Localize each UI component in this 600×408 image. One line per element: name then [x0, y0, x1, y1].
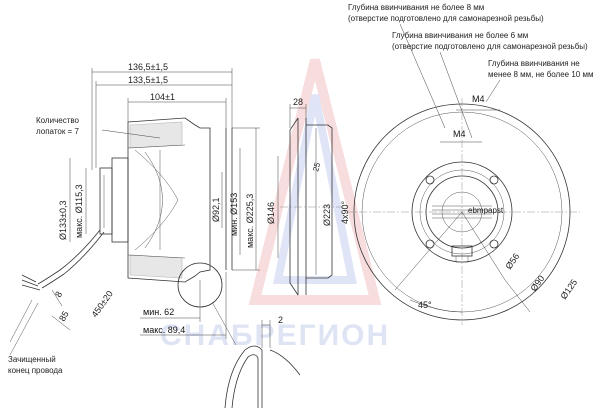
dim-8: 8	[53, 290, 64, 299]
dim-d90: Ø90	[528, 273, 546, 293]
brand-logo-text: ebmpapst	[468, 206, 504, 215]
dim-28: 28	[293, 97, 303, 107]
right-front-view: ebmpapst Глубина ввинчивания не более 8 …	[345, 3, 593, 325]
dim-85: 85	[57, 309, 71, 323]
dim-d125: Ø125	[558, 277, 579, 301]
note-2-line-2: (отверстие подготовлено для самонарезной…	[392, 42, 588, 51]
left-side-view: 136,5±1,5 133,5±1,5 104±1 Количество лоп…	[8, 62, 301, 408]
angle-45: 45°	[418, 300, 432, 310]
cooling-fins	[432, 205, 492, 219]
note-3-line-1: Глубина ввинчивания не	[488, 59, 580, 68]
middle-section-view: 28 25 Ø146 Ø223 4x90°	[266, 97, 350, 296]
dim-d115: макс. Ø115,3	[74, 184, 84, 238]
thread-m4-top: M4	[472, 94, 485, 104]
watermark-text: СНАБРЕГИОН	[160, 319, 390, 352]
dim-2: 2	[278, 315, 283, 325]
mount-hole-bl	[425, 239, 435, 249]
dim-d153: мин. Ø153	[229, 193, 239, 236]
wire-end-label-1: Зачищенный	[8, 355, 56, 364]
dim-min62: мин. 62	[143, 307, 174, 317]
dim-136: 136,5±1,5	[128, 62, 168, 72]
dim-d223: Ø223	[322, 204, 332, 226]
mount-hole-br	[489, 239, 499, 249]
dim-d133: Ø133±0,3	[58, 201, 68, 240]
watermark-logo	[248, 58, 382, 305]
note-1-line-2: (отверстие подготовлено для самонарезной…	[348, 14, 544, 23]
note-1-line-1: Глубина ввинчивания не более 8 мм	[348, 3, 484, 12]
dim-133: 133,5±1,5	[128, 75, 168, 85]
dim-d92: Ø92,1	[211, 197, 221, 222]
dim-angle: 4x90°	[340, 200, 350, 224]
mount-hole-tl	[425, 175, 435, 185]
dim-104: 104±1	[150, 92, 175, 102]
dim-d56: Ø56	[503, 251, 521, 271]
blades-label-2: лопаток = 7	[36, 127, 79, 136]
wire-end-label-2: конец провода	[8, 366, 63, 375]
note-3-line-2: менее 8 мм, не более 10 мм	[488, 70, 593, 79]
note-2-line-1: Глубина ввинчивания не более 6 мм	[392, 31, 528, 40]
dim-25: 25	[311, 161, 322, 172]
dim-d225: макс. Ø225,3	[245, 194, 255, 248]
dim-450: 450±20	[89, 289, 114, 319]
detail-enlargement: 2	[224, 315, 301, 408]
dim-max89: макс. 89,4	[143, 325, 185, 335]
mount-hole-tr	[489, 175, 499, 185]
dim-d146: Ø146	[266, 202, 276, 224]
thread-m4-mid: M4	[453, 129, 466, 139]
blades-label-1: Количество	[36, 116, 80, 125]
